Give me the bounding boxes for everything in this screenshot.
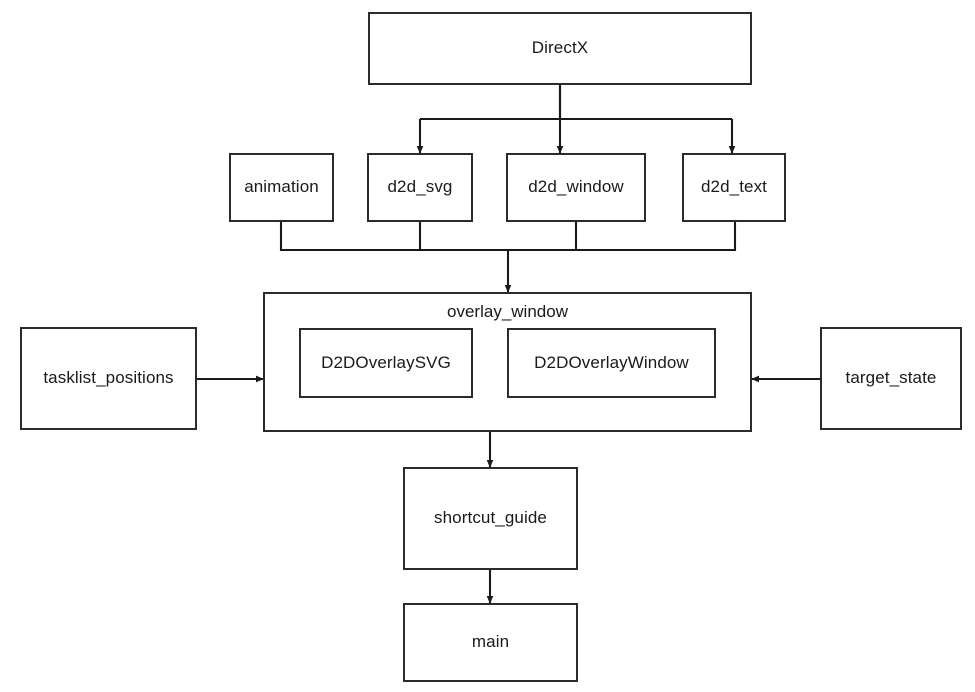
cluster-overlay-window-label: overlay_window — [447, 302, 568, 321]
node-shortcut-guide[interactable]: shortcut_guide — [403, 467, 578, 570]
node-directx-label: DirectX — [531, 38, 589, 58]
node-d2doverlaysvg[interactable]: D2DOverlaySVG — [299, 328, 473, 398]
node-main[interactable]: main — [403, 603, 578, 682]
node-animation-label: animation — [244, 177, 319, 197]
node-target-state[interactable]: target_state — [820, 327, 962, 430]
node-tasklist-positions[interactable]: tasklist_positions — [20, 327, 197, 430]
node-d2d-svg-label: d2d_svg — [387, 177, 453, 197]
node-animation[interactable]: animation — [229, 153, 334, 222]
node-d2d-window[interactable]: d2d_window — [506, 153, 646, 222]
node-d2d-text[interactable]: d2d_text — [682, 153, 786, 222]
edge-row2-bus-outer — [279, 222, 737, 252]
node-directx[interactable]: DirectX — [368, 12, 752, 85]
node-d2d-text-label: d2d_text — [700, 177, 768, 197]
node-d2d-window-label: d2d_window — [528, 177, 624, 197]
node-d2d-svg[interactable]: d2d_svg — [367, 153, 473, 222]
node-shortcut-guide-label: shortcut_guide — [434, 508, 547, 528]
node-main-label: main — [471, 632, 510, 652]
node-tasklist-positions-label: tasklist_positions — [43, 368, 174, 388]
node-d2doverlaywindow-label: D2DOverlayWindow — [534, 352, 689, 372]
node-d2doverlaywindow[interactable]: D2DOverlayWindow — [507, 328, 716, 398]
node-target-state-label: target_state — [845, 368, 937, 388]
node-d2doverlaysvg-label: D2DOverlaySVG — [321, 352, 451, 372]
